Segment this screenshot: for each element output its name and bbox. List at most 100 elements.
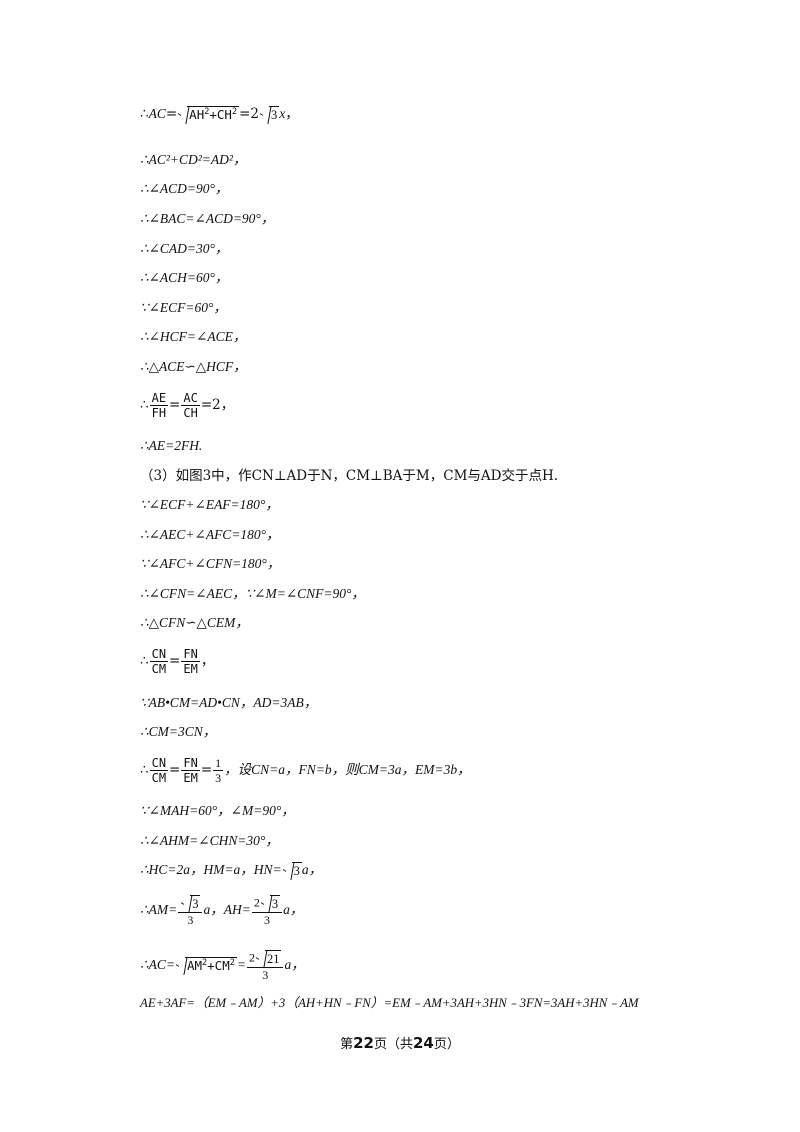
denominator: 3	[215, 771, 222, 785]
equals: =	[236, 957, 246, 973]
exponent: 2	[229, 957, 235, 968]
radicand-am: AM	[186, 958, 203, 973]
equals: =	[169, 762, 181, 778]
sqrt-expression: AM2+CM2	[176, 957, 237, 975]
therefore-symbol: ∴	[140, 397, 149, 413]
exponent: 2	[202, 957, 208, 968]
formula-line-3: ∴∠ACD=90°，	[140, 181, 229, 196]
comma: ，	[200, 653, 215, 669]
sqrt-expression: AH2+CH2	[178, 105, 240, 124]
numerator: 3	[178, 895, 203, 913]
footer-suffix: 页）	[433, 1037, 460, 1052]
comma: ，	[285, 106, 299, 122]
formula-line-8: ∴∠HCF=∠ACE，	[140, 329, 247, 344]
radicand-21: 21	[264, 950, 282, 966]
numerator: AC	[181, 391, 200, 406]
suffix-a: a，	[283, 902, 304, 918]
sqrt-three: 3	[181, 895, 201, 912]
var-x: x	[279, 106, 286, 121]
denominator: 3	[187, 913, 194, 927]
formula-line-23: ∴∠AHM=∠CHN=30°，	[140, 833, 279, 848]
sqrt-twenty-one: 21	[256, 950, 282, 967]
formula-line-27: AE+3AF=（EM﹣AM）+3（AH+HN﹣FN）=EM﹣AM+3AH+3HN…	[140, 996, 639, 1010]
equals: =	[169, 397, 181, 413]
ac-label: ∴AC=	[140, 957, 175, 973]
formula-line-4: ∴∠BAC=∠ACD=90°，	[140, 211, 275, 226]
suffix-a: a，	[284, 957, 305, 973]
sqrt-three: 3	[261, 895, 281, 912]
substitution-text: ，设CN=a，FN=b，则CM=3a，EM=3b，	[224, 762, 471, 777]
radicand-ah: AH	[189, 106, 205, 122]
denominator: FH	[151, 406, 167, 420]
formula-line-19: ∵AB•CM=AD•CN，AD=3AB，	[140, 695, 318, 710]
formula-line-22: ∵∠MAH=60°，∠M=90°，	[140, 803, 295, 818]
formula-line-13: ∵∠ECF+∠EAF=180°，	[140, 497, 279, 512]
exponent: 2	[204, 106, 210, 117]
equals: =	[169, 653, 181, 669]
radicand-3: 3	[291, 861, 302, 878]
radicand-3: 3	[269, 895, 281, 911]
var-ac: AC	[148, 106, 166, 121]
plus: +	[209, 106, 217, 122]
plus: +	[207, 958, 215, 973]
ah-label: a，AH=	[203, 902, 251, 918]
numerator: CN	[149, 756, 169, 771]
suffix-a: a，	[301, 862, 323, 877]
denominator: CH	[183, 406, 198, 420]
numerator: FN	[181, 647, 200, 662]
therefore-symbol: ∴	[140, 653, 149, 669]
am-label: ∴AM=	[140, 902, 178, 918]
current-page-number: 22	[353, 1034, 374, 1052]
radicand-cm: CM	[214, 958, 230, 973]
denominator: 3	[263, 913, 270, 927]
equals: =	[165, 106, 178, 122]
radicand-3: 3	[190, 895, 201, 911]
denominator: CM	[151, 662, 167, 676]
numerator: FN	[181, 756, 200, 771]
formula-line-9: ∴△ACE∽△HCF，	[140, 359, 247, 374]
hc-hm-hn-text: ∴HC=2a，HM=a，HN=	[140, 862, 282, 877]
equals-two: =2，	[200, 397, 235, 413]
formula-line-14: ∴∠AEC+∠AFC=180°，	[140, 527, 280, 542]
formula-line-16: ∴∠CFN=∠AEC，∵∠M=∠CNF=90°，	[140, 586, 365, 601]
equals-two: =2	[239, 106, 259, 122]
denominator: EM	[183, 771, 198, 785]
formula-line-11: ∴AE=2FH.	[140, 438, 203, 453]
formula-line-20: ∴CM=3CN，	[140, 724, 217, 739]
fraction-2root21-over-3: 2 21 3	[246, 950, 284, 982]
therefore-symbol: ∴	[140, 106, 149, 122]
radicand-ch: CH	[216, 106, 232, 122]
coefficient: 2	[248, 950, 255, 965]
equals: =	[200, 762, 213, 778]
footer-prefix: 第	[340, 1037, 354, 1052]
numerator: 2 21	[246, 950, 284, 968]
sqrt-three: 3	[283, 861, 302, 880]
total-page-count: 24	[413, 1034, 434, 1052]
coefficient: 2	[253, 895, 260, 910]
page-footer: 第22页（共24页）	[0, 1033, 800, 1052]
numerator: CN	[149, 647, 169, 662]
denominator: CM	[151, 771, 167, 785]
exponent: 2	[231, 106, 238, 117]
therefore-symbol: ∴	[140, 762, 149, 778]
footer-middle: 页（共	[373, 1037, 413, 1052]
formula-line-5: ∴∠CAD=30°，	[140, 241, 229, 256]
denominator: 3	[262, 968, 269, 982]
formula-line-7: ∵∠ECF=60°，	[140, 300, 227, 315]
denominator: EM	[183, 662, 198, 676]
radicand-3: 3	[268, 105, 280, 122]
sqrt-three: 3	[260, 105, 280, 124]
